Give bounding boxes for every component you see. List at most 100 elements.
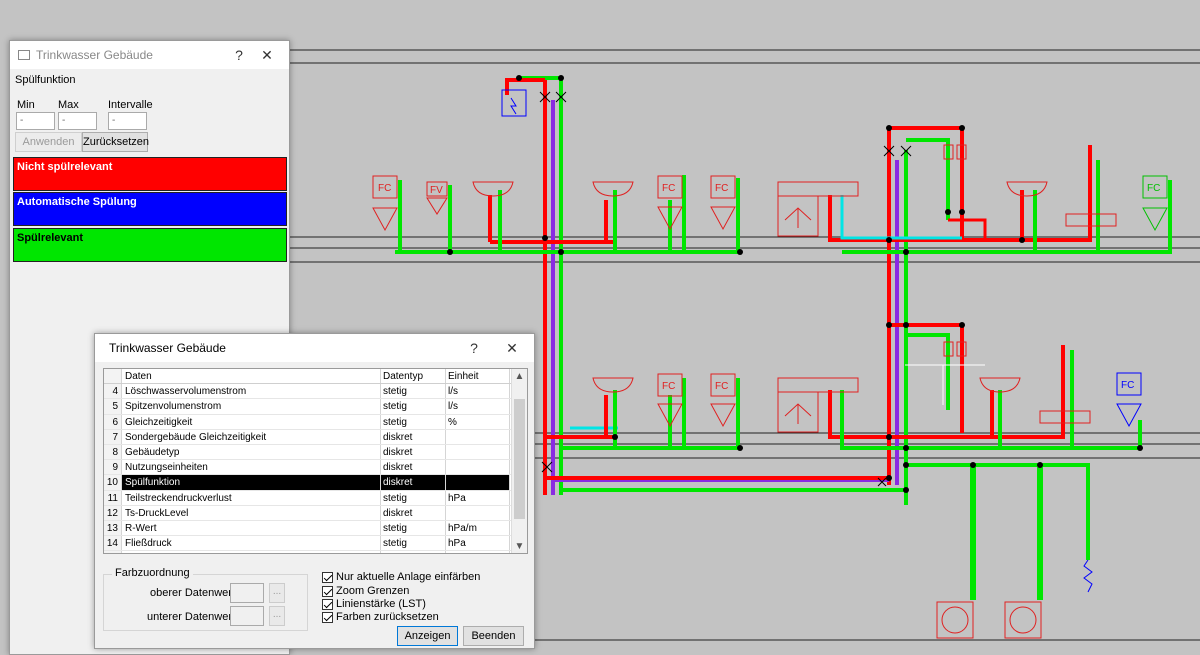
guide-lines xyxy=(905,364,985,405)
checkbox-checked-icon xyxy=(322,598,333,610)
reset-button[interactable]: Zurücksetzen xyxy=(82,132,149,152)
row-unit: % xyxy=(446,414,510,429)
row-number: 8 xyxy=(104,444,122,460)
column-header-data[interactable]: Daten xyxy=(122,369,381,384)
reset-colors-checkbox[interactable]: Farben zurücksetzen xyxy=(322,611,439,623)
row-unit xyxy=(446,444,510,460)
section-label: Spülfunktion xyxy=(15,74,76,86)
row-data-type: stetig xyxy=(381,536,446,551)
row-data-type: stetig xyxy=(381,384,446,399)
close-button[interactable]: ✕ xyxy=(261,46,273,63)
row-number: 10 xyxy=(104,475,122,490)
checkbox-checked-icon xyxy=(322,585,333,597)
row-data-name: Spitzenvolumenstrom xyxy=(122,399,381,414)
app-icon xyxy=(18,50,30,60)
legend-label: Spülrelevant xyxy=(17,232,84,244)
row-unit: hPa xyxy=(446,536,510,551)
row-unit: hPa xyxy=(446,551,510,553)
row-data-name: Spülfunktion xyxy=(122,475,381,490)
max-label: Max xyxy=(58,99,79,111)
interval-label: Intervalle xyxy=(108,99,153,111)
row-data-name: Ruhedruck xyxy=(122,551,381,553)
symbol-label: FC xyxy=(662,183,675,194)
lower-color-picker-button[interactable]: ... xyxy=(269,606,285,626)
row-number: 4 xyxy=(104,384,122,399)
dialog-titlebar[interactable]: Trinkwasser Gebäude ? ✕ xyxy=(95,334,534,362)
symbol-label: FC xyxy=(715,183,728,194)
max-input[interactable]: - xyxy=(58,112,97,130)
risers xyxy=(505,76,964,505)
row-data-name: Teilstreckendruckverlust xyxy=(122,490,381,505)
row-number: 15 xyxy=(104,551,122,553)
line-width-checkbox[interactable]: Linienstärke (LST) xyxy=(322,598,426,610)
table-row[interactable]: 15RuhedruckdiskrethPa xyxy=(104,551,527,553)
help-button[interactable]: ? xyxy=(235,47,243,63)
apply-button[interactable]: Anwenden xyxy=(15,132,82,152)
symbol-label: FC xyxy=(662,381,675,392)
upper-value-label: oberer Datenwert xyxy=(150,587,235,599)
color-assignment-group: Farbzuordnung oberer Datenwert ... unter… xyxy=(103,567,308,631)
checkbox-checked-icon xyxy=(322,571,333,583)
row-unit xyxy=(446,429,510,444)
scroll-up-icon[interactable]: ▲ xyxy=(514,371,525,382)
row-data-name: Ts-DruckLevel xyxy=(122,505,381,520)
scroll-down-icon[interactable]: ▼ xyxy=(514,541,525,552)
row-data-type: stetig xyxy=(381,414,446,429)
row-unit: l/s xyxy=(446,384,510,399)
row-data-type: diskret xyxy=(381,475,446,490)
column-header-unit[interactable]: Einheit xyxy=(446,369,510,384)
row-unit xyxy=(446,505,510,520)
row-unit: l/s xyxy=(446,399,510,414)
row-data-type: diskret xyxy=(381,429,446,444)
row-number: 9 xyxy=(104,460,122,475)
min-input[interactable]: - xyxy=(16,112,55,130)
row-data-name: Löschwasservolumenstrom xyxy=(122,384,381,399)
row-data-type: diskret xyxy=(381,460,446,475)
table-scrollbar[interactable]: ▲ ▼ xyxy=(511,369,527,553)
interval-input[interactable]: - xyxy=(108,112,147,130)
row-number: 12 xyxy=(104,505,122,520)
min-label: Min xyxy=(17,99,35,111)
show-button[interactable]: Anzeigen xyxy=(397,626,458,646)
close-button[interactable]: ✕ xyxy=(506,339,518,356)
row-data-type: stetig xyxy=(381,399,446,414)
dialog-titlebar[interactable]: Trinkwasser Gebäude ? ✕ xyxy=(10,41,289,69)
symbol-label: FC xyxy=(378,183,391,194)
help-button[interactable]: ? xyxy=(470,340,478,356)
row-data-type: diskret xyxy=(381,551,446,553)
row-number: 7 xyxy=(104,429,122,444)
end-button[interactable]: Beenden xyxy=(463,626,524,646)
zoom-bounds-checkbox[interactable]: Zoom Grenzen xyxy=(322,585,409,597)
row-unit xyxy=(446,460,510,475)
lower-color-swatch[interactable] xyxy=(230,606,264,626)
symbol-label: FC xyxy=(715,381,728,392)
row-number: 14 xyxy=(104,536,122,551)
row-data-name: R-Wert xyxy=(122,520,381,536)
upper-color-swatch[interactable] xyxy=(230,583,264,603)
legend-not-flush-relevant: Nicht spülrelevant xyxy=(13,157,287,191)
column-header-type[interactable]: Datentyp xyxy=(381,369,446,384)
only-current-system-checkbox[interactable]: Nur aktuelle Anlage einfärben xyxy=(322,571,480,583)
legend-label: Automatische Spülung xyxy=(17,196,137,208)
row-unit: hPa/m xyxy=(446,520,510,536)
row-data-name: Sondergebäude Gleichzeitigkeit xyxy=(122,429,381,444)
upper-color-picker-button[interactable]: ... xyxy=(269,583,285,603)
scrollbar-thumb[interactable] xyxy=(514,399,525,519)
lower-value-label: unterer Datenwert xyxy=(147,611,236,623)
row-unit: hPa xyxy=(446,490,510,505)
symbol-label: FC xyxy=(1147,183,1160,194)
row-number: 6 xyxy=(104,414,122,429)
